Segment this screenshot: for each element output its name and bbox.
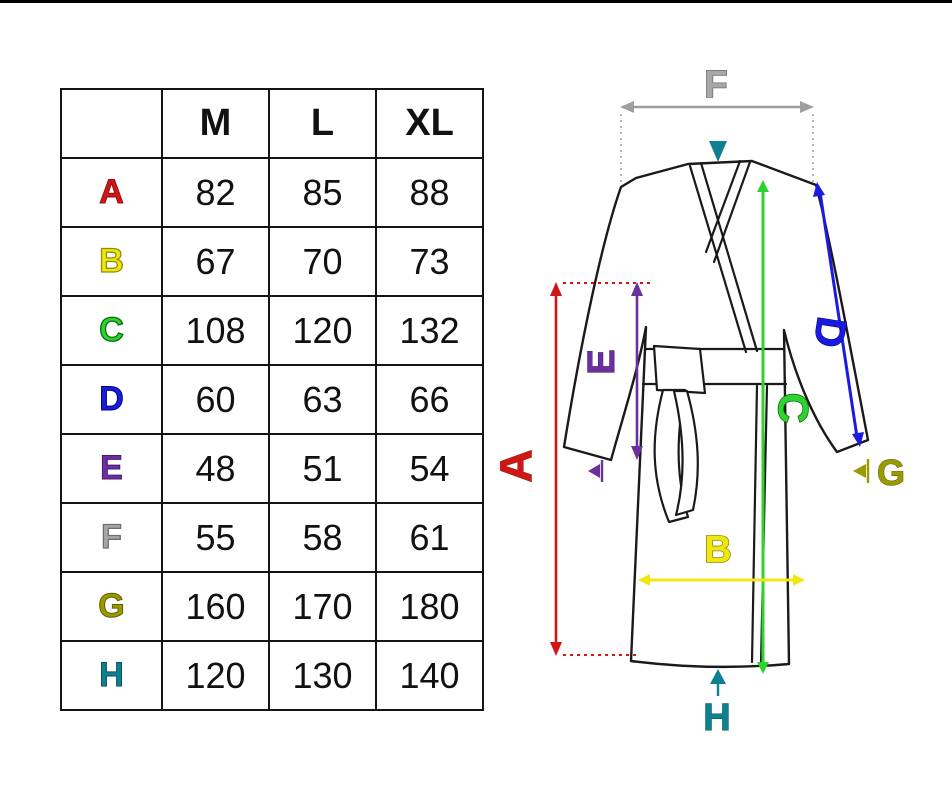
- cell-c-xl: 132: [375, 295, 484, 366]
- cuff-marker: [853, 464, 866, 478]
- label-b: B: [704, 529, 731, 571]
- label-g: G: [877, 452, 905, 493]
- measurement-diagram: F A E D C B G: [500, 63, 906, 739]
- arrowhead: [793, 574, 805, 586]
- top-border: [0, 0, 952, 3]
- label-f: F: [704, 64, 727, 106]
- table-row: H 120 130 140: [60, 640, 484, 711]
- measure-marker-g: [853, 459, 870, 483]
- table-row: G 160 170 180: [60, 571, 484, 642]
- arrowhead: [620, 101, 634, 113]
- cell-h-m: 120: [161, 640, 270, 711]
- table-row: B 67 70 73: [60, 226, 484, 297]
- cell-d-m: 60: [161, 364, 270, 435]
- corner-cell: [60, 88, 163, 159]
- measure-arrow-a: [550, 282, 650, 656]
- arrowhead: [852, 432, 864, 447]
- cell-g-l: 170: [268, 571, 377, 642]
- cell-d-l: 63: [268, 364, 377, 435]
- cell-b-m: 67: [161, 226, 270, 297]
- measure-arrow-e: [588, 282, 643, 482]
- row-label-b: B: [60, 226, 163, 297]
- label-e: E: [581, 349, 623, 374]
- col-header-l: L: [268, 88, 377, 159]
- arrowhead: [757, 662, 769, 674]
- arrowhead: [550, 282, 562, 296]
- cell-c-m: 108: [161, 295, 270, 366]
- bathrobe-outline: [562, 159, 870, 669]
- cell-d-xl: 66: [375, 364, 484, 435]
- row-label-h: H: [60, 640, 163, 711]
- row-label-g: G: [60, 571, 163, 642]
- arrowhead: [631, 446, 643, 460]
- belt-knot: [652, 344, 707, 395]
- cell-f-l: 58: [268, 502, 377, 573]
- lapel-lines: [688, 159, 759, 354]
- table-row: D 60 63 66: [60, 364, 484, 435]
- table-row: F 55 58 61: [60, 502, 484, 573]
- header-row: M L XL: [60, 88, 484, 159]
- cell-h-l: 130: [268, 640, 377, 711]
- cell-g-m: 160: [161, 571, 270, 642]
- cell-f-m: 55: [161, 502, 270, 573]
- arrowhead: [800, 101, 814, 113]
- row-label-e: E: [60, 433, 163, 504]
- label-c: C: [770, 393, 817, 423]
- cell-b-l: 70: [268, 226, 377, 297]
- cell-b-xl: 73: [375, 226, 484, 297]
- cell-e-xl: 54: [375, 433, 484, 504]
- row-label-d: D: [60, 364, 163, 435]
- belt-tie-right: [672, 389, 699, 517]
- label-h: H: [703, 697, 730, 739]
- hem-marker: [710, 669, 726, 684]
- collar-marker: [709, 141, 727, 162]
- table-row: A 82 85 88: [60, 157, 484, 228]
- arrowhead: [638, 574, 650, 586]
- label-d: D: [805, 314, 856, 351]
- cell-g-xl: 180: [375, 571, 484, 642]
- cell-e-l: 51: [268, 433, 377, 504]
- arrowhead: [550, 642, 562, 656]
- arrowhead: [813, 182, 825, 197]
- cell-a-m: 82: [161, 157, 270, 228]
- measure-arrow-c: [757, 180, 769, 674]
- cell-a-l: 85: [268, 157, 377, 228]
- row-label-a: A: [60, 157, 163, 228]
- cell-e-m: 48: [161, 433, 270, 504]
- cell-f-xl: 61: [375, 502, 484, 573]
- cell-a-xl: 88: [375, 157, 484, 228]
- size-table: M L XL A 82 85 88 B 67 70 73 C 108 120 1…: [60, 88, 484, 711]
- measure-marker-h: [710, 669, 726, 696]
- cell-h-xl: 140: [375, 640, 484, 711]
- table-row: E 48 51 54: [60, 433, 484, 504]
- arrowhead: [757, 180, 769, 192]
- cuff-marker: [588, 464, 600, 478]
- table-row: C 108 120 132: [60, 295, 484, 366]
- row-label-c: C: [60, 295, 163, 366]
- row-label-f: F: [60, 502, 163, 573]
- measure-arrow-d: [813, 182, 864, 447]
- col-header-m: M: [161, 88, 270, 159]
- cell-c-l: 120: [268, 295, 377, 366]
- measure-arrow-f: [620, 101, 814, 186]
- col-header-xl: XL: [375, 88, 484, 159]
- measure-arrow-b: [638, 574, 805, 586]
- arrowhead: [631, 282, 643, 296]
- label-a: A: [500, 449, 541, 482]
